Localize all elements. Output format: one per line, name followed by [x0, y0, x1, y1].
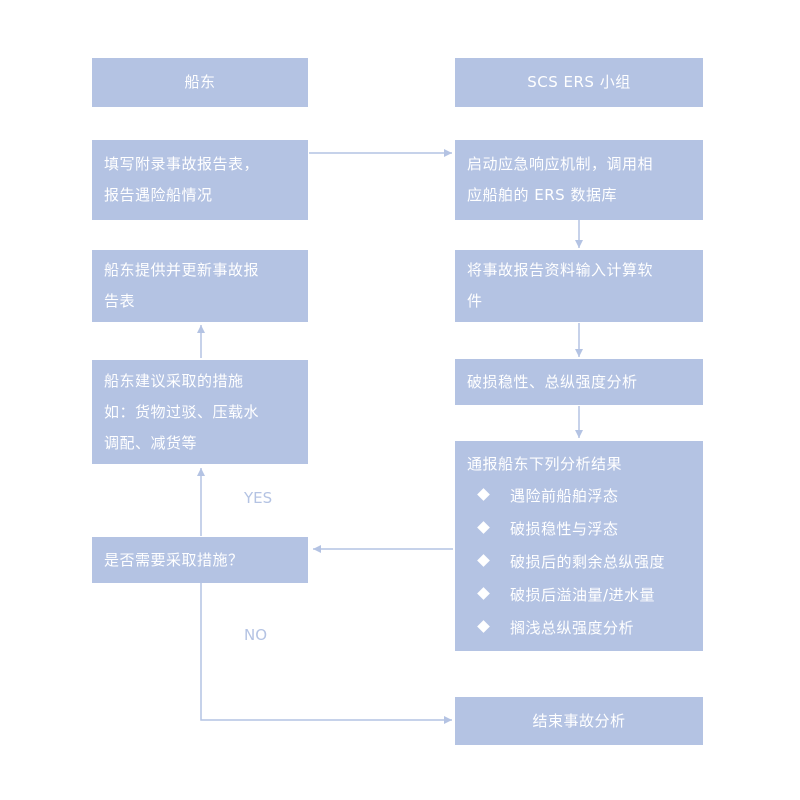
notify-results-box: 通报船东下列分析结果 遇险前船舶浮态 破损稳性与浮态 破损后的剩余总纵强度 破损…	[455, 441, 703, 651]
suggest-measures-box: 船东建议采取的措施 如：货物过驳、压载水 调配、减货等	[92, 360, 308, 464]
start-response-line-1: 启动应急响应机制，调用相	[467, 155, 654, 173]
yes-label: YES	[244, 489, 273, 507]
fill-report-form-box: 填写附录事故报告表， 报告遇险船情况	[92, 140, 308, 220]
update-report-line-1: 船东提供并更新事故报	[104, 261, 260, 279]
notify-results-item: 破损后溢油量/进水量	[510, 586, 656, 604]
notify-results-item: 破损后的剩余总纵强度	[510, 553, 666, 571]
diamond-bullet-icon	[477, 554, 490, 567]
input-data-box: 将事故报告资料输入计算软 件	[455, 250, 703, 322]
diamond-bullet-icon	[477, 521, 490, 534]
update-report-box: 船东提供并更新事故报 告表	[92, 250, 308, 322]
end-analysis-box: 结束事故分析	[455, 697, 703, 745]
list-item: 搁浅总纵强度分析	[467, 612, 691, 645]
list-item: 遇险前船舶浮态	[467, 480, 691, 513]
fill-report-form-line-1: 填写附录事故报告表，	[104, 155, 260, 173]
list-item: 破损稳性与浮态	[467, 513, 691, 546]
suggest-measures-line-2: 如：货物过驳、压载水	[104, 402, 260, 421]
list-item: 破损后的剩余总纵强度	[467, 546, 691, 579]
update-report-line-2: 告表	[104, 292, 136, 310]
diamond-bullet-icon	[477, 587, 490, 600]
scs-ers-header: SCS ERS 小组	[455, 58, 703, 107]
notify-results-title: 通报船东下列分析结果	[467, 455, 623, 473]
input-data-line-1: 将事故报告资料输入计算软	[467, 261, 654, 279]
notify-results-item: 破损稳性与浮态	[510, 520, 619, 538]
decision-box: 是否需要采取措施？	[92, 537, 308, 583]
stability-analysis-label: 破损稳性、总纵强度分析	[467, 372, 638, 391]
diamond-bullet-icon	[477, 620, 490, 633]
no-label: NO	[244, 626, 268, 644]
shipowner-header: 船东	[92, 58, 308, 107]
suggest-measures-line-1: 船东建议采取的措施	[104, 371, 244, 390]
suggest-measures-line-3: 调配、减货等	[104, 433, 198, 452]
list-item: 破损后溢油量/进水量	[467, 579, 691, 612]
arrow-decision-to-end	[200, 583, 452, 724]
notify-results-item: 搁浅总纵强度分析	[510, 619, 635, 637]
notify-results-item: 遇险前船舶浮态	[510, 487, 619, 505]
start-response-box: 启动应急响应机制，调用相 应船舶的 ERS 数据库	[455, 140, 703, 220]
stability-analysis-box: 破损稳性、总纵强度分析	[455, 359, 703, 405]
start-response-line-2: 应船舶的 ERS 数据库	[467, 186, 617, 204]
notify-results-list: 遇险前船舶浮态 破损稳性与浮态 破损后的剩余总纵强度 破损后溢油量/进水量 搁浅…	[467, 480, 691, 645]
scs-ers-header-label: SCS ERS 小组	[527, 73, 631, 91]
input-data-line-2: 件	[467, 292, 483, 310]
shipowner-header-label: 船东	[184, 73, 216, 91]
decision-label: 是否需要采取措施？	[104, 550, 244, 569]
end-analysis-label: 结束事故分析	[532, 711, 626, 730]
diamond-bullet-icon	[477, 488, 490, 501]
fill-report-form-line-2: 报告遇险船情况	[104, 186, 213, 204]
